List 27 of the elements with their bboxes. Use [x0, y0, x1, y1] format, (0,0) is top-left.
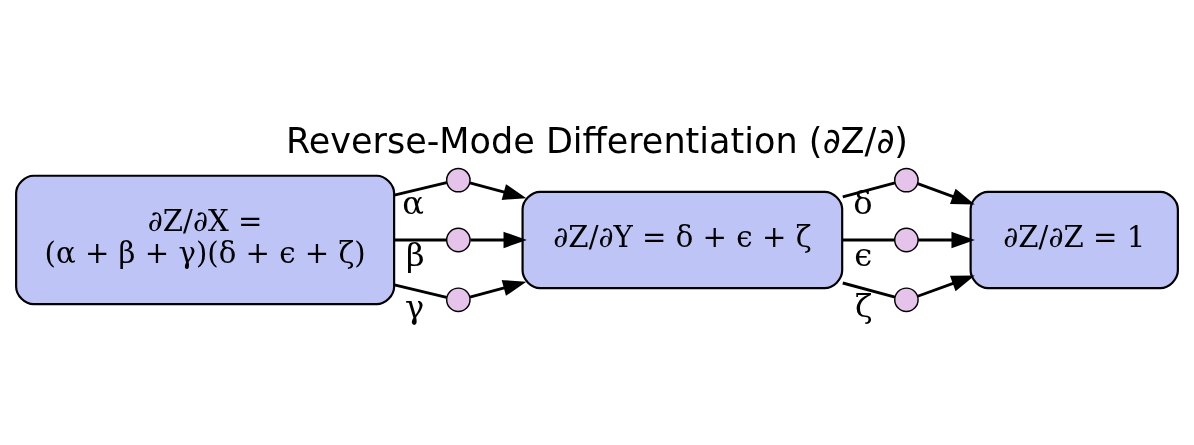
connector: [394, 180, 447, 196]
edge-label: α: [402, 183, 424, 221]
node-circle: [445, 167, 471, 193]
diagram-title: Reverse-Mode Differentiation (∂Z/∂): [285, 119, 909, 161]
node-circle: [894, 286, 919, 312]
connector: [394, 282, 447, 299]
arrow: [469, 279, 527, 298]
edge-label: ϵ: [854, 235, 873, 274]
edge-label: β: [406, 235, 425, 274]
arrow: [918, 231, 975, 248]
node-circle: [445, 286, 471, 312]
node-circle: [894, 167, 919, 193]
edge-label: γ: [404, 287, 425, 326]
node-box: ∂Z/∂Z = 1: [969, 190, 1179, 289]
node-box: ∂Z/∂X = (α + β + γ)(δ + ϵ + ζ): [15, 174, 396, 305]
node-circle: [445, 227, 471, 252]
arrow: [917, 275, 975, 298]
connector: [842, 238, 895, 241]
arrow: [470, 231, 527, 248]
node-circle: [894, 227, 919, 252]
connector: [842, 281, 896, 298]
arrow: [469, 180, 527, 200]
arrow: [917, 181, 975, 204]
edge-label: ζ: [854, 286, 873, 325]
connector: [394, 238, 447, 241]
connector: [842, 180, 896, 198]
node-box: ∂Z/∂Y = δ + ϵ + ζ: [521, 190, 844, 289]
